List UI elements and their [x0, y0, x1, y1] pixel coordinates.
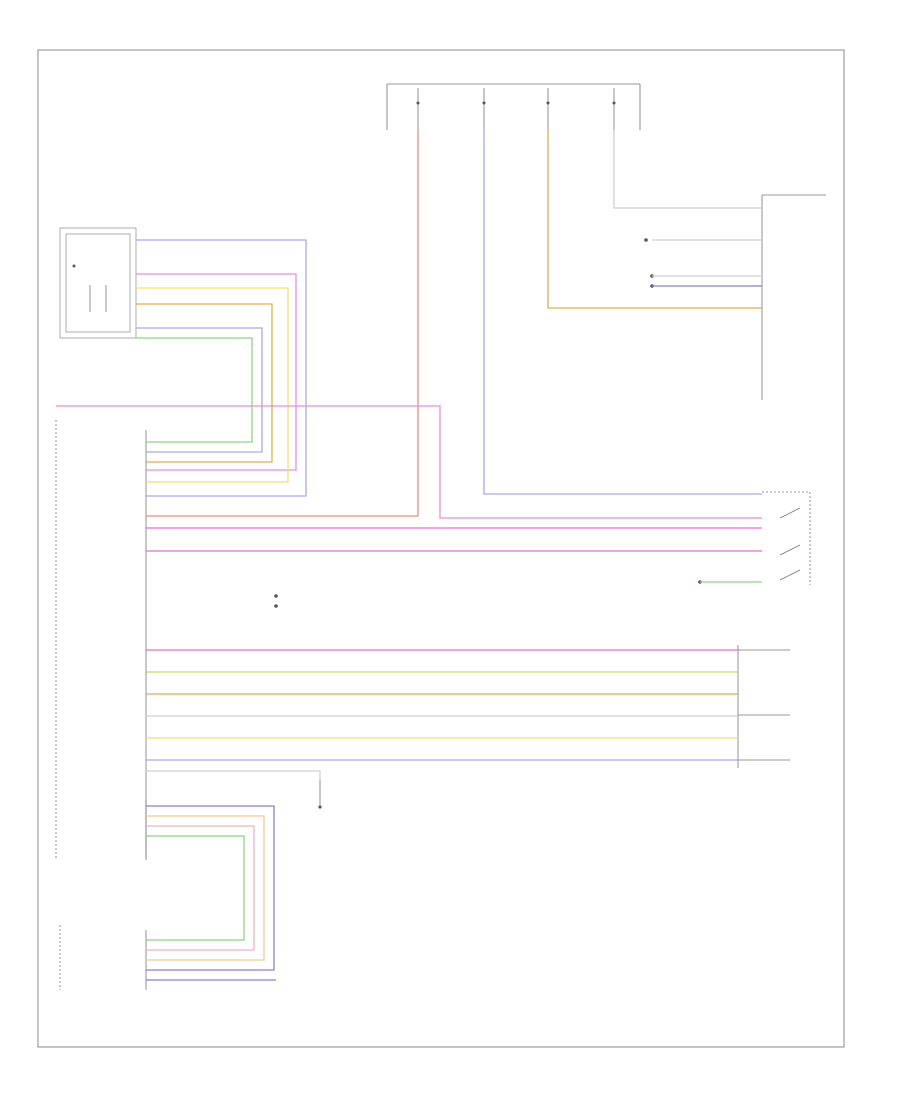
right-top-connector	[761, 194, 826, 400]
wires-group	[56, 130, 762, 981]
transmission-component	[59, 800, 147, 990]
wire-blue-1	[483, 130, 762, 495]
ground-symbol	[318, 780, 322, 809]
wire-peach-25	[146, 815, 265, 961]
throttle-sensor-component	[59, 227, 137, 339]
wire-red-0	[146, 130, 419, 517]
pedal-switch-component	[762, 491, 811, 585]
wire-yellow-6	[136, 287, 289, 483]
wire-gold-7	[136, 303, 273, 463]
wire-green-27	[146, 835, 245, 941]
wire-grey-23	[146, 770, 321, 780]
wire-pink-5	[136, 273, 297, 471]
wire-purple-24	[146, 805, 275, 971]
pedal-position-sensor	[737, 645, 790, 768]
wire-blue-8	[136, 327, 263, 453]
wire-grey-3	[613, 130, 762, 209]
fuse-feed-block	[386, 83, 641, 130]
wire-pink-10	[56, 405, 762, 519]
wire-green-9	[136, 337, 253, 443]
control-module-strip	[55, 420, 147, 860]
diagram-frame	[37, 49, 845, 1048]
wire-blue-4	[136, 239, 307, 497]
wire-lightpink-26	[146, 825, 255, 951]
wire-gold-2	[547, 130, 762, 309]
